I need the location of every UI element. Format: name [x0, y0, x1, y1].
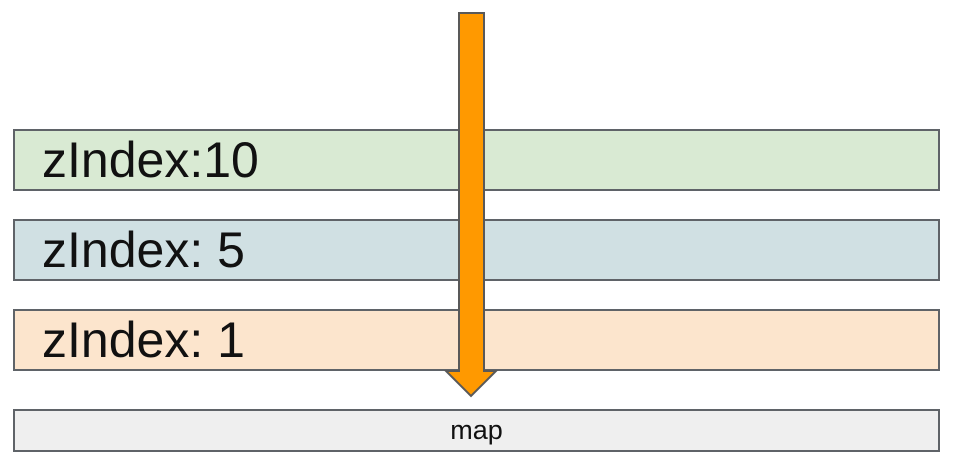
- layer-zindex-10: zIndex:10: [13, 129, 940, 191]
- layer-zindex-5-label: zIndex: 5: [42, 222, 245, 278]
- layer-zindex-1-label: zIndex: 1: [42, 312, 245, 368]
- layer-zindex-1: zIndex: 1: [13, 309, 940, 371]
- map-label: map: [450, 415, 503, 445]
- layer-zindex-5: zIndex: 5: [13, 219, 940, 281]
- map-layer: map: [13, 409, 940, 452]
- layer-zindex-10-label: zIndex:10: [42, 132, 259, 188]
